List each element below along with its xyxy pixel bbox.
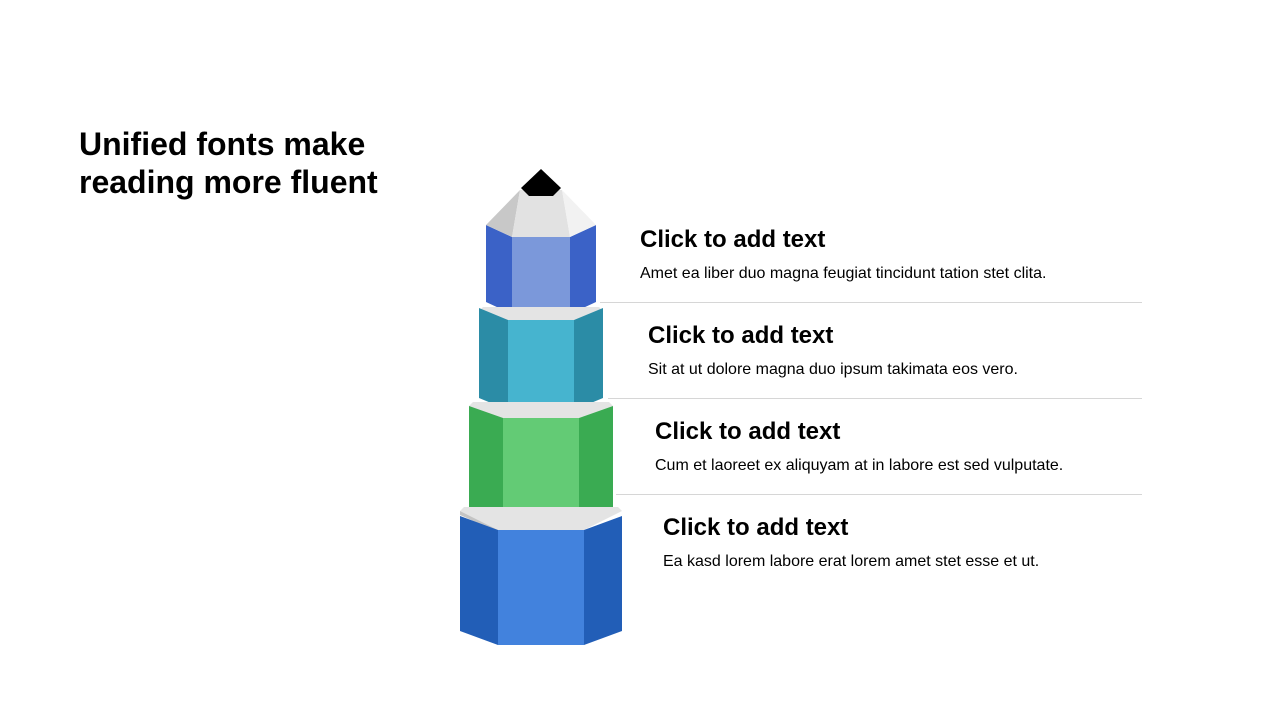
pencil-wood-front	[512, 190, 570, 237]
segment-left-face	[479, 308, 508, 410]
item-heading[interactable]: Click to add text	[648, 322, 834, 349]
segment-right-face	[570, 225, 596, 314]
segment-ledge	[460, 507, 622, 530]
pencil-wood-left	[486, 190, 520, 237]
divider-1	[600, 302, 1142, 303]
text-block-3: Click to add text Cum et laoreet ex aliq…	[655, 418, 1063, 476]
pencil-wood-right	[562, 190, 596, 237]
item-heading[interactable]: Click to add text	[655, 418, 841, 445]
segment-right-face	[584, 516, 622, 645]
segment-front-face	[508, 320, 574, 410]
divider-3	[616, 494, 1142, 495]
item-body[interactable]: Ea kasd lorem labore erat lorem amet ste…	[663, 553, 1040, 570]
segment-right-face	[574, 308, 603, 410]
item-heading[interactable]: Click to add text	[640, 226, 826, 253]
divider-2	[608, 398, 1142, 399]
segment-right-face	[579, 406, 613, 520]
text-block-1: Click to add text Amet ea liber duo magn…	[640, 226, 1046, 284]
segment-left-face	[469, 406, 503, 520]
item-body[interactable]: Cum et laoreet ex aliquyam at in labore …	[655, 457, 1064, 474]
segment-ledge	[479, 307, 603, 320]
item-body[interactable]: Amet ea liber duo magna feugiat tincidun…	[640, 265, 1047, 282]
text-block-4: Click to add text Ea kasd lorem labore e…	[663, 514, 1039, 572]
item-body[interactable]: Sit at ut dolore magna duo ipsum takimat…	[648, 361, 1018, 378]
segment-front-face	[512, 237, 570, 314]
slide-title: Unified fonts make reading more fluent	[79, 126, 378, 200]
pencil-lead-icon	[521, 169, 561, 196]
segment-front-face	[503, 418, 579, 520]
segment-ledge	[469, 402, 613, 418]
segment-left-face	[486, 225, 512, 314]
segment-left-face	[460, 516, 498, 645]
segment-front-face	[498, 530, 584, 645]
text-block-2: Click to add text Sit at ut dolore magna…	[648, 322, 1018, 380]
item-heading[interactable]: Click to add text	[663, 514, 849, 541]
